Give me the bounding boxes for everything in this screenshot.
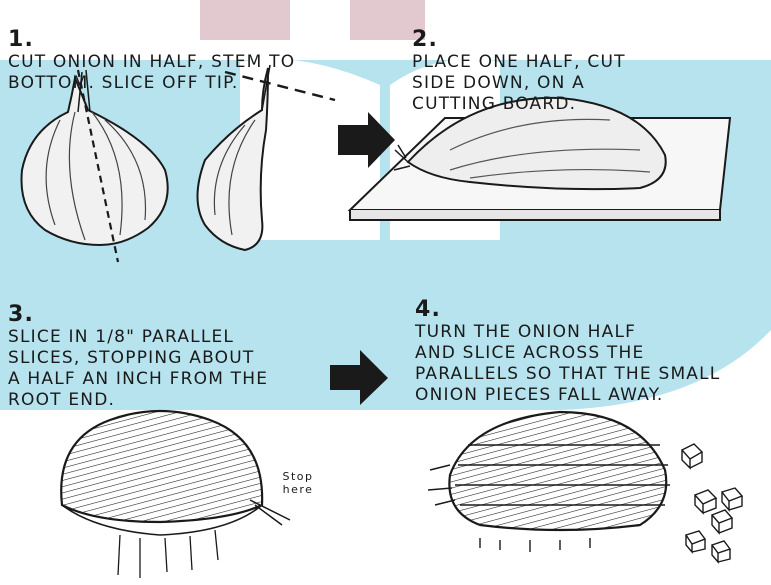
step-number: 4. xyxy=(415,297,441,322)
step4-diced-onion-illustration xyxy=(428,412,670,552)
step-text: Slice in 1/8" parallel slices, stopping … xyxy=(8,327,268,410)
step-1-instruction: 1. Cut onion in half, stem to bottom. Sl… xyxy=(8,8,378,94)
onion-cube-icon xyxy=(682,444,742,562)
step-text: Cut onion in half, stem to bottom. Slice… xyxy=(8,52,295,93)
step-number: 1. xyxy=(8,27,34,52)
stop-here-annotation: Stop here xyxy=(268,470,328,496)
step-text: Turn the onion half and slice across the… xyxy=(415,322,720,405)
step3-sliced-onion-illustration xyxy=(61,411,290,578)
step-4-instruction: 4. Turn the onion half and slice across … xyxy=(415,278,767,406)
step-number: 3. xyxy=(8,302,34,327)
step-2-instruction: 2. Place one half, cut side down, on a c… xyxy=(412,8,692,115)
step-number: 2. xyxy=(412,27,438,52)
step-3-instruction: 3. Slice in 1/8" parallel slices, stoppi… xyxy=(8,283,328,411)
step-text: Place one half, cut side down, on a cutt… xyxy=(412,52,626,114)
